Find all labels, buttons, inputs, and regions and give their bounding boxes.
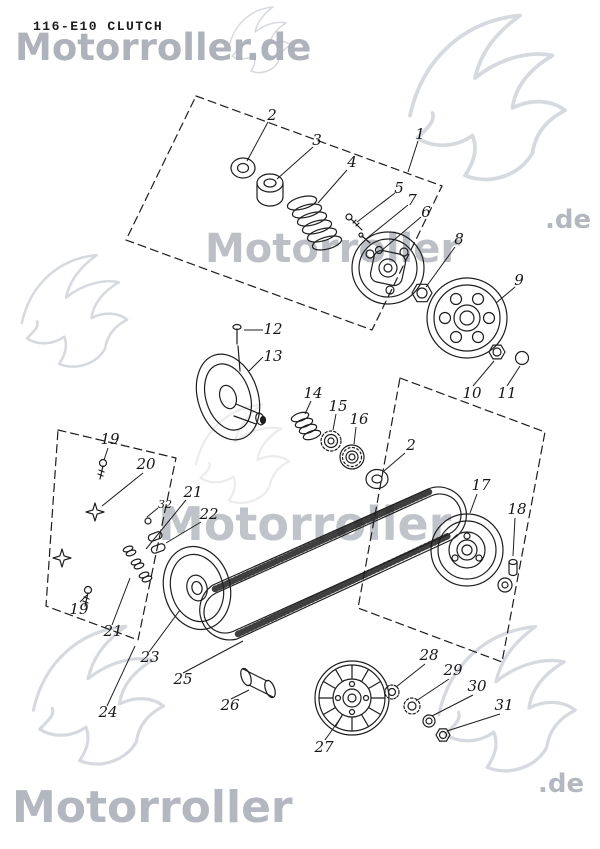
- part-22-rollers: [147, 531, 166, 554]
- diagram-artwork: [45, 95, 546, 742]
- part-25-belt: [199, 486, 467, 641]
- watermark-text-de: .de: [545, 205, 591, 235]
- part-8-nut: [411, 283, 433, 303]
- part-label-15: 15: [328, 397, 347, 415]
- part-clutch-shoe-assembly: [351, 231, 425, 305]
- part-label-5: 5: [394, 179, 404, 197]
- part-5-screw: [345, 213, 363, 231]
- part-label-11: 11: [497, 384, 516, 402]
- part-label-8: 8: [454, 230, 464, 248]
- part-23-drive-face: [162, 545, 232, 631]
- part-label-20: 20: [135, 455, 156, 473]
- part-17-rear-pulley: [430, 513, 504, 587]
- part-30-washer: [422, 714, 436, 728]
- part-label-26: 26: [219, 696, 240, 714]
- part-label-7: 7: [407, 191, 417, 209]
- watermark-text-bottom: Motorroller: [12, 782, 293, 833]
- part-26-bushing: [240, 667, 276, 699]
- part-label-4: 4: [346, 153, 357, 171]
- part-label-10: 10: [462, 384, 482, 402]
- part-14-spring: [290, 411, 322, 441]
- part-label-14: 14: [303, 384, 322, 402]
- part-label-19b: 19: [69, 600, 89, 618]
- watermark-text-de-bottom: .de: [538, 769, 584, 799]
- part-19-screw-a: [97, 458, 108, 480]
- watermark-text-top: Motorroller.de: [15, 26, 311, 69]
- watermark-text-middle: Motorroller: [205, 226, 460, 272]
- part-label-17: 17: [471, 476, 491, 494]
- part-label-2: 2: [266, 106, 277, 124]
- part-31-nut: [435, 728, 451, 742]
- part-label-21b: 21: [102, 622, 122, 640]
- part-32-clip: [144, 517, 152, 525]
- part-3-nut: [256, 173, 284, 207]
- group-box-left: [45, 429, 177, 641]
- part-label-9: 9: [514, 271, 524, 289]
- part-18-pin: [497, 558, 518, 593]
- part-label-21: 21: [182, 483, 202, 501]
- part-label-28: 28: [418, 646, 438, 664]
- part-20-slider: [52, 502, 105, 568]
- part-label-1: 1: [415, 125, 425, 143]
- part-label-13: 13: [263, 347, 282, 365]
- part-labels: 2 3 4 1 5 7 6 8 9 10 11 12 13 14 15 16 2…: [69, 106, 526, 756]
- part-19-screw-b: [82, 585, 93, 607]
- part-label-24: 24: [97, 703, 117, 721]
- page-title: 116-E10 CLUTCH: [33, 19, 163, 34]
- watermark-eagle: [408, 13, 567, 182]
- part-label-18: 18: [507, 500, 526, 518]
- watermark-eagle: [20, 253, 129, 368]
- part-10-nut: [488, 344, 506, 360]
- part-label-29: 29: [442, 661, 463, 679]
- part-21-springs: [122, 545, 153, 583]
- part-label-16: 16: [349, 410, 369, 428]
- part-4-spring: [286, 195, 343, 251]
- part-13-driven-face: [195, 353, 267, 441]
- watermark-eagle: [31, 624, 166, 766]
- part-label-32: 32: [158, 498, 172, 511]
- part-11-circlip: [514, 350, 530, 366]
- leader-lines: [79, 121, 521, 741]
- part-29-tab-washer: [403, 697, 421, 715]
- part-label-12: 12: [263, 320, 282, 338]
- part-label-2b: 2: [405, 436, 416, 454]
- part-15-bearing: [320, 430, 342, 452]
- part-label-19: 19: [100, 430, 120, 448]
- part-label-25: 25: [172, 670, 192, 688]
- part-2-washer-b: [365, 468, 389, 490]
- part-label-23: 23: [139, 648, 159, 666]
- part-label-3: 3: [312, 131, 322, 149]
- part-28-star-washer: [384, 684, 400, 700]
- group-box-1: [125, 95, 443, 331]
- part-2-washer: [230, 157, 256, 179]
- part-27-fan: [314, 660, 390, 736]
- part-label-31: 31: [494, 696, 513, 714]
- part-12-bolt: [232, 323, 242, 372]
- part-label-30: 30: [467, 677, 487, 695]
- part-16-bearing: [339, 444, 365, 470]
- part-label-22: 22: [198, 505, 218, 523]
- part-9-clutch-bell: [426, 277, 508, 359]
- part-label-6: 6: [421, 203, 431, 221]
- part-label-27: 27: [313, 738, 334, 756]
